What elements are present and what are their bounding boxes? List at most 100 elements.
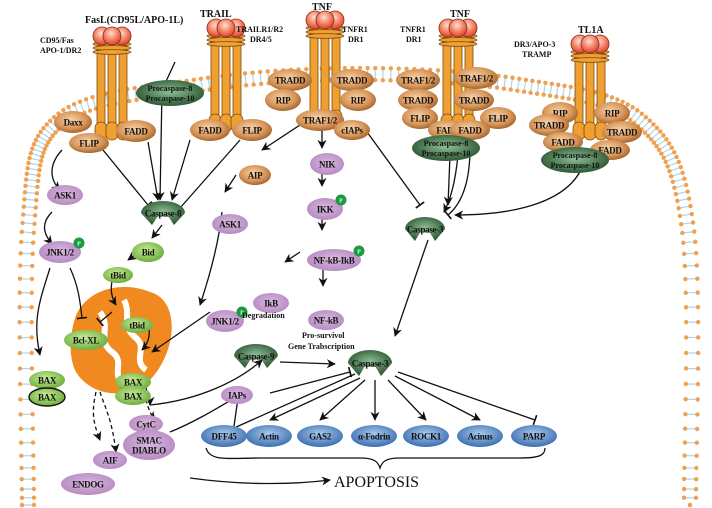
node-label: ENDOG <box>72 480 104 490</box>
lipid-head <box>645 133 651 139</box>
node-label: Bcl-XL <box>73 336 99 346</box>
node-shape <box>28 387 66 407</box>
lipid-head <box>35 184 40 190</box>
node-label: TRADD <box>337 76 368 86</box>
node-label: TRADD <box>534 121 565 131</box>
node-shape <box>480 107 516 129</box>
receptor-chain <box>118 47 128 127</box>
node-flip-trail: FLIP <box>232 119 272 141</box>
inhibition-edge <box>102 149 153 209</box>
lipid-head <box>695 304 701 310</box>
node-shape <box>529 114 569 136</box>
node-shape <box>61 473 115 495</box>
lipid-head <box>651 122 656 127</box>
receptor-chain <box>442 39 452 119</box>
node-shape <box>201 425 247 447</box>
lipid-head <box>695 397 700 402</box>
label-fasl: FasL(CD95L/APO-1L) <box>85 15 183 26</box>
lipid-head <box>17 366 23 371</box>
node-label: FADD <box>436 126 460 136</box>
lipid-head <box>683 182 689 188</box>
activation-edge <box>141 385 156 421</box>
node-label: BAX <box>124 392 143 402</box>
lipid-head <box>23 177 29 182</box>
procaspase-shape <box>412 135 480 161</box>
lipid-head <box>41 125 46 131</box>
node-rip-dr3-right: RIP <box>594 102 630 124</box>
lipid-head <box>30 251 35 256</box>
node-label: BAX <box>124 378 143 388</box>
lipid-head <box>61 107 66 113</box>
lipid-head <box>615 97 620 102</box>
lipid-head <box>29 305 34 310</box>
node-label: RIP <box>351 96 366 106</box>
apoptosis-brace <box>205 447 546 471</box>
label-apo1: APO-1/DR2 <box>40 46 81 55</box>
node-shape <box>403 425 449 447</box>
node-label: FLIP <box>242 126 262 136</box>
phosphate-icon <box>236 306 248 318</box>
lipid-head <box>71 101 77 107</box>
node-substrate-5: Acinus <box>457 425 503 447</box>
lipid-head <box>32 221 37 227</box>
lipid-head <box>667 169 672 174</box>
node-shape <box>457 425 503 447</box>
node-ask1-right: ASK1 <box>212 214 248 234</box>
node-label: Caspase-3 <box>407 225 444 235</box>
lipid-head <box>66 104 71 110</box>
mitochondrion <box>70 287 172 394</box>
procaspase-shape <box>136 80 204 106</box>
node-shape <box>116 120 156 142</box>
lipid-head <box>17 381 23 387</box>
phospho-badge: P <box>73 237 85 249</box>
lipid-head <box>29 366 35 371</box>
procaspase10-label: Procaspase-10 <box>551 161 600 170</box>
lipid-head <box>678 165 683 170</box>
phosphate-label: P <box>240 311 244 317</box>
lipid-head <box>30 263 35 269</box>
node-shape <box>334 120 370 140</box>
lipid-head <box>517 76 522 82</box>
lipid-head <box>134 97 139 103</box>
receptor-trailr <box>206 18 246 133</box>
node-label: α-Fodrin <box>358 432 390 442</box>
lipid-head <box>242 71 248 76</box>
node-bax-left-1: BAX <box>29 371 65 389</box>
lipid-head <box>687 502 693 508</box>
lipid-head <box>29 319 34 325</box>
lipid-head <box>31 476 36 482</box>
lipid-head <box>676 159 681 165</box>
lipid-head <box>693 495 699 500</box>
label-tramp: TRAMP <box>522 50 551 59</box>
lipid-head <box>30 426 36 431</box>
lipid-head <box>661 133 666 138</box>
node-shape <box>123 430 175 460</box>
lipid-head <box>31 502 37 508</box>
node-label: NIK <box>319 160 335 170</box>
node-shape <box>232 119 272 141</box>
lipid-head <box>681 495 687 500</box>
activation-edge <box>151 311 211 353</box>
lipid-head <box>33 205 38 210</box>
lipid-head <box>31 495 37 500</box>
lipid-head <box>683 290 688 296</box>
node-shape <box>296 109 344 131</box>
node-shape <box>307 198 343 220</box>
pathway-nodes: DaxxFLIPFADDProcaspase-8Procaspase-10FAD… <box>28 67 642 495</box>
node-substrate-2: GAS2 <box>297 425 343 447</box>
lipid-head <box>536 79 542 85</box>
receptor-chain <box>107 47 117 127</box>
lipid-head <box>695 319 701 325</box>
node-tbid: tBid <box>103 267 133 283</box>
node-tradd-b-right: TRADD <box>454 89 494 111</box>
node-label: NF-kB-IkB <box>314 256 355 266</box>
node-endog: ENDOG <box>61 473 115 495</box>
node-label: AIP <box>248 171 263 181</box>
lipid-head <box>90 95 95 100</box>
lipid-head <box>666 141 672 146</box>
node-rip-a-right: RIP <box>340 89 376 111</box>
lipid-head <box>661 155 666 160</box>
node-nfkb: NF-kB <box>308 310 344 330</box>
phospho-badge: P <box>236 306 248 318</box>
